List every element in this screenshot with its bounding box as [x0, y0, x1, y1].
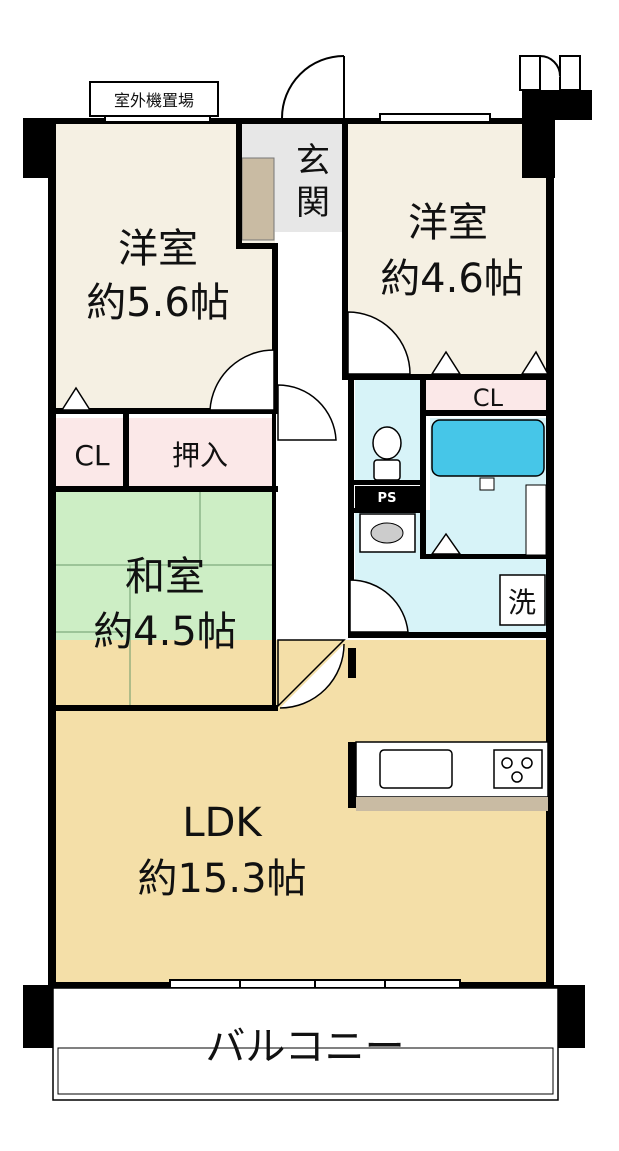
closet-right-fill — [425, 378, 547, 410]
japanese-room-name: 和室 — [125, 554, 205, 600]
balcony — [52, 987, 559, 1101]
oshiire-label: 押入 — [172, 439, 228, 472]
western-room-left-name: 洋室 — [118, 226, 198, 272]
ldk-name: LDK — [182, 800, 263, 846]
ldk-fill-upper — [355, 640, 548, 650]
closet-left-fill — [55, 418, 123, 488]
entrance-label-1: 玄 — [296, 141, 330, 181]
balcony-label: バルコニー — [205, 1024, 404, 1070]
stove-icon — [493, 749, 543, 789]
western-room-right-size: 約4.6帖 — [380, 256, 524, 302]
entrance-door[interactable] — [281, 55, 345, 119]
washer-label: 洗 — [508, 586, 536, 619]
japanese-room-size: 約4.5帖 — [93, 609, 237, 655]
western-room-left-size: 約5.6帖 — [86, 280, 230, 326]
ldk-size: 約15.3帖 — [137, 856, 306, 902]
shower-wall — [525, 484, 547, 556]
interior-doors[interactable] — [209, 311, 411, 709]
bath-drain — [479, 477, 495, 491]
shoe-cabinet — [241, 157, 275, 241]
washer-box — [499, 574, 546, 626]
western-room-right-name: 洋室 — [408, 200, 488, 246]
balcony-rail — [57, 1047, 554, 1095]
closet-door-marks — [60, 350, 550, 555]
oshiire-fill — [128, 418, 273, 488]
washbasin-bowl — [370, 522, 404, 544]
tatami-lines — [55, 492, 275, 710]
outdoor-unit-label: 室外機置場 — [114, 91, 194, 110]
outdoor-unit-box — [89, 81, 219, 117]
ps-box — [355, 486, 420, 508]
toilet-icon — [372, 426, 402, 481]
kitchen-counter-base — [356, 797, 548, 811]
ps-label: PS — [378, 491, 397, 506]
entrance-label-2: 関 — [296, 183, 330, 223]
closet-left-label: CL — [74, 439, 110, 472]
bathtub — [431, 419, 545, 477]
kitchen-sink — [379, 749, 453, 789]
closet-right-label: CL — [473, 384, 504, 412]
balcony-door-icon — [519, 54, 581, 91]
